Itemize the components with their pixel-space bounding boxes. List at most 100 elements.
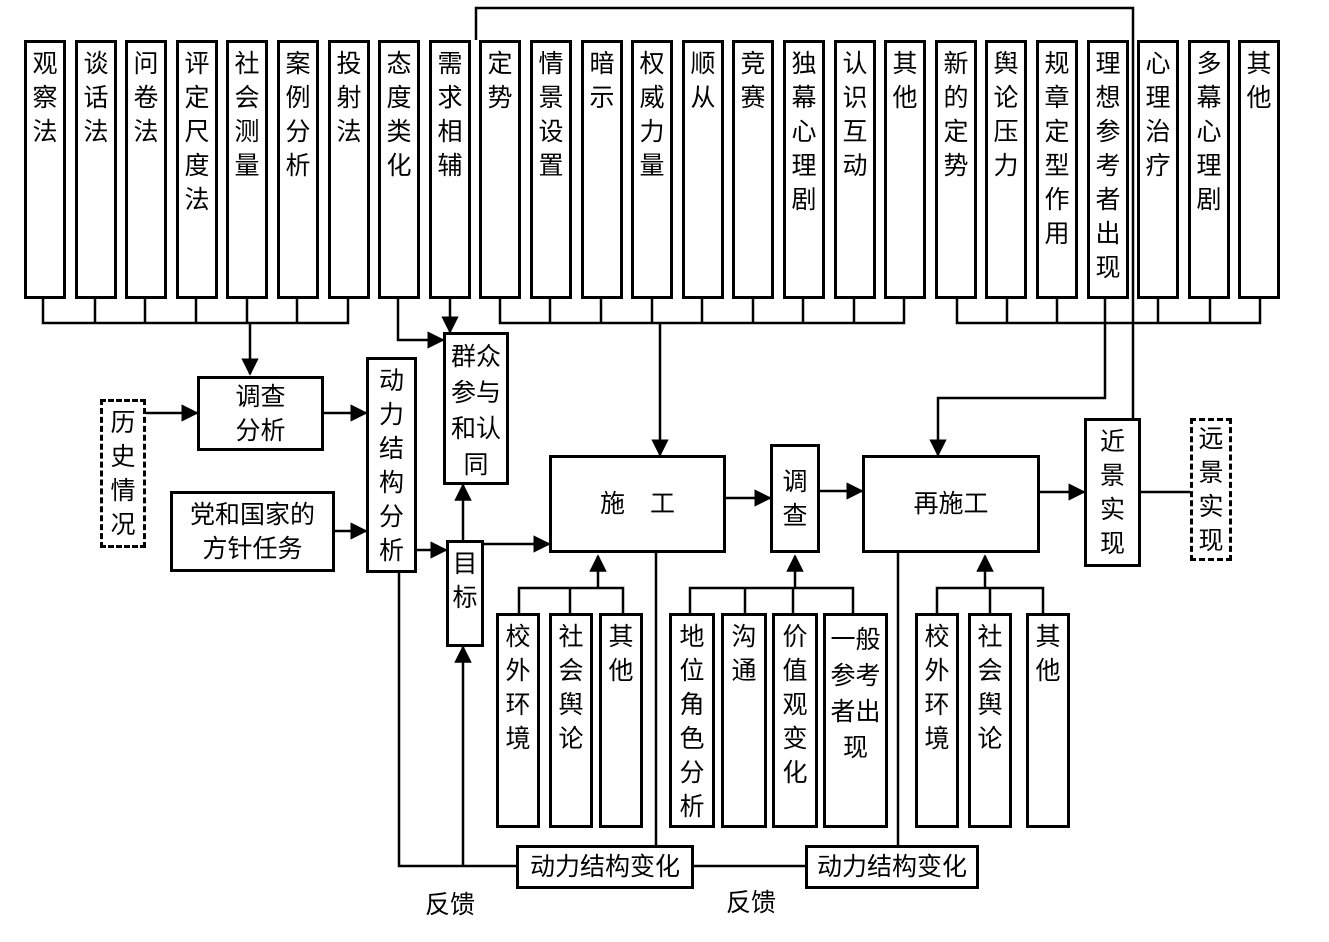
investigate-factor-g2-label: 沟通 <box>731 622 757 685</box>
dynamics-box: 动力结构分析 <box>366 357 417 573</box>
top-item-n1: 态度类化 <box>378 40 420 299</box>
top-item-r3-label: 规章定型作用 <box>1044 49 1070 248</box>
top-item-r1: 新的定势 <box>935 40 977 299</box>
top-item-r7-label: 其他 <box>1246 49 1272 112</box>
top-item-m3: 问卷法 <box>125 40 167 299</box>
right-bracket <box>955 298 1262 325</box>
construction-factor-f3: 其他 <box>599 613 643 828</box>
policy-box: 党和国家的方针任务 <box>170 491 335 572</box>
top-item-t5-label: 顺从 <box>690 49 716 112</box>
dynamics-box-label: 动力结构分析 <box>378 366 404 565</box>
top-item-t4-label: 权威力量 <box>639 49 665 180</box>
construction-box: 施 工 <box>549 455 726 553</box>
top-item-m6-label: 案例分析 <box>285 49 311 180</box>
top-item-r5: 心理治疗 <box>1137 40 1179 299</box>
dynamics-change-box-1: 动力结构变化 <box>516 845 694 889</box>
top-item-m7: 投射法 <box>328 40 370 299</box>
dynamics-change-box-1-label: 动力结构变化 <box>529 852 680 881</box>
top-item-t9: 其他 <box>884 40 926 299</box>
near-goal-box-label: 近景实现 <box>1099 426 1125 558</box>
top-item-t3: 暗示 <box>581 40 623 299</box>
top-item-t4: 权威力量 <box>631 40 673 299</box>
top-item-n1-label: 态度类化 <box>386 49 412 180</box>
investigate-factor-g1-label: 地位角色分析 <box>679 622 705 821</box>
reconstruction-factor-h2-label: 社会舆论 <box>977 622 1003 753</box>
investigate-factor-g4-label: 一般参考者出现 <box>830 625 881 762</box>
reconstruction-factor-h3-label: 其他 <box>1035 622 1061 685</box>
top-item-r4-label: 理想参考者出现 <box>1095 49 1121 282</box>
reconstruction-factor-h2: 社会舆论 <box>968 613 1012 828</box>
far-goal-box-label: 远景实现 <box>1198 423 1224 555</box>
investigate-box: 调查 <box>770 444 820 553</box>
top-item-t8: 认识互动 <box>834 40 876 299</box>
ideal-to-reconstruction-arrow <box>929 298 1107 457</box>
dynamics-change-box-2-label: 动力结构变化 <box>816 852 967 881</box>
participation-box-label: 群众参与和认同 <box>450 341 501 479</box>
top-item-r2: 舆论压力 <box>985 40 1027 299</box>
near-goal-box: 近景实现 <box>1084 418 1141 567</box>
dynamics-change-box-2: 动力结构变化 <box>805 845 979 889</box>
construction-factor-f3-label: 其他 <box>608 622 634 685</box>
top-item-t2-label: 情景设置 <box>538 49 564 180</box>
top-item-t9-label: 其他 <box>892 49 918 112</box>
top-item-r6-label: 多幕心理剧 <box>1196 49 1222 214</box>
construction-factor-f1-label: 校外环境 <box>505 622 531 753</box>
policy-box-label: 党和国家的方针任务 <box>189 499 315 563</box>
top-item-r7: 其他 <box>1238 40 1280 299</box>
top-item-t1: 定势 <box>479 40 521 299</box>
investigate-factor-g2: 沟通 <box>721 613 767 828</box>
construction-box-label: 施 工 <box>599 489 675 518</box>
investigate-factor-g3-label: 价值观变化 <box>782 622 808 787</box>
top-item-t6-label: 竞赛 <box>740 49 766 112</box>
top-item-m4: 评定尺度法 <box>176 40 218 299</box>
survey-box: 调查分析 <box>197 376 324 451</box>
investigate-factor-g4: 一般参考者出现 <box>823 613 888 828</box>
top-item-r5-label: 心理治疗 <box>1145 49 1171 180</box>
top-item-r4: 理想参考者出现 <box>1087 40 1129 299</box>
construction-factor-f2: 社会舆论 <box>549 613 593 828</box>
top-item-r2-label: 舆论压力 <box>993 49 1019 180</box>
top-item-m3-label: 问卷法 <box>133 49 159 146</box>
top-item-m6: 案例分析 <box>277 40 319 299</box>
reconstruction-factor-h1-label: 校外环境 <box>924 622 950 753</box>
top-item-m5: 社会测量 <box>226 40 268 299</box>
feedback-label-1: 反馈 <box>425 890 476 919</box>
history-box-label: 历史情况 <box>110 407 136 539</box>
reconstruction-factor-h1: 校外环境 <box>915 613 959 828</box>
top-item-n2: 需求相辅 <box>429 40 471 299</box>
top-item-m5-label: 社会测量 <box>234 49 260 180</box>
top-item-t7-label: 独幕心理剧 <box>791 49 817 214</box>
feedback-label-2: 反馈 <box>726 888 777 917</box>
reconstruction-box-label: 再施工 <box>913 489 989 518</box>
investigate-factor-g3: 价值观变化 <box>772 613 818 828</box>
top-item-n2-label: 需求相辅 <box>437 49 463 180</box>
top-item-m2: 谈话法 <box>75 40 117 299</box>
top-item-m7-label: 投射法 <box>336 49 362 146</box>
top-item-r3: 规章定型作用 <box>1036 40 1078 299</box>
survey-box-label: 调查分析 <box>235 381 286 445</box>
top-item-m1-label: 观察法 <box>32 49 58 146</box>
top-item-t8-label: 认识互动 <box>842 49 868 180</box>
top-item-t3-label: 暗示 <box>589 49 615 112</box>
goal-box: 目标 <box>446 540 484 647</box>
top-item-t5: 顺从 <box>682 40 724 299</box>
reconstruction-factor-h3: 其他 <box>1026 613 1070 828</box>
top-item-t6: 竞赛 <box>732 40 774 299</box>
investigate-factor-g1: 地位角色分析 <box>669 613 715 828</box>
top-item-m2-label: 谈话法 <box>83 49 109 146</box>
history-box: 历史情况 <box>100 399 146 548</box>
top-item-r6: 多幕心理剧 <box>1188 40 1230 299</box>
top-item-m1: 观察法 <box>24 40 66 299</box>
top-loop-line <box>474 6 1135 418</box>
reconstruction-box: 再施工 <box>862 455 1040 553</box>
top-item-t1-label: 定势 <box>487 49 513 112</box>
top-item-t2: 情景设置 <box>530 40 572 299</box>
top-item-t7: 独幕心理剧 <box>783 40 825 299</box>
participation-box: 群众参与和认同 <box>443 332 509 485</box>
far-goal-box: 远景实现 <box>1190 418 1232 561</box>
investigate-box-label: 调查 <box>782 466 808 530</box>
construction-factor-f1: 校外环境 <box>496 613 540 828</box>
top-item-m4-label: 评定尺度法 <box>184 49 210 214</box>
